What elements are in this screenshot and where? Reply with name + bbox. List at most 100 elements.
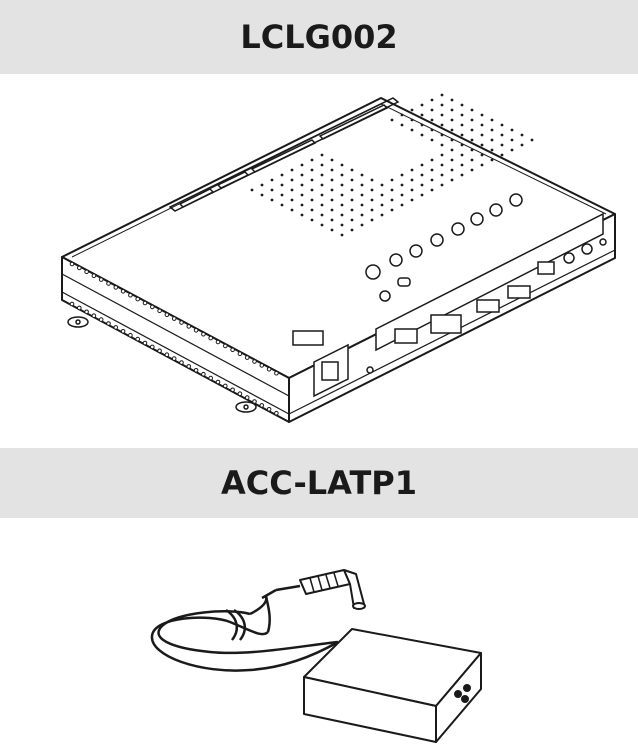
vent-dot <box>300 173 304 177</box>
screw-hole <box>113 325 119 330</box>
vent-dot <box>440 183 444 187</box>
vent-dot <box>490 118 494 122</box>
vent-dot <box>420 173 424 177</box>
vent-dot <box>450 118 454 122</box>
vent-dot <box>350 178 354 182</box>
vent-dot <box>440 173 444 177</box>
vent-dot <box>310 168 314 172</box>
vent-dot <box>480 113 484 117</box>
vent-dot <box>340 213 344 217</box>
vent-dot <box>450 138 454 142</box>
vent-dot <box>460 113 464 117</box>
vent-dot <box>260 193 264 197</box>
vent-dot <box>510 128 514 132</box>
vent-dot <box>520 143 524 147</box>
vent-dot <box>360 223 364 227</box>
screw-hole <box>244 355 250 360</box>
vent-dot <box>270 198 274 202</box>
vent-dot <box>380 213 384 217</box>
vent-grid-icon <box>250 93 534 237</box>
screw-hole <box>179 360 184 365</box>
vent-dot <box>380 203 384 207</box>
vent-dot <box>430 168 434 172</box>
screw-hole <box>135 336 140 342</box>
vent-dot <box>400 113 404 117</box>
screw-hole <box>150 304 155 310</box>
vent-dot <box>350 208 354 212</box>
vent-dot <box>410 198 414 202</box>
section-header-lclg002: LCLG002 <box>0 0 638 74</box>
vent-dot <box>430 178 434 182</box>
vent-dot <box>330 228 334 232</box>
vent-dot <box>450 158 454 162</box>
screw-hole <box>84 309 89 315</box>
screw-hole <box>208 335 213 341</box>
vent-dot <box>330 218 334 222</box>
screw-hole <box>215 379 221 385</box>
vent-dot <box>340 173 344 177</box>
screw-hole <box>69 261 75 267</box>
vent-dot <box>420 123 424 127</box>
vent-dot <box>380 193 384 197</box>
media-player-box-icon <box>61 93 616 423</box>
vent-dot <box>520 133 524 137</box>
vent-dot <box>510 138 514 142</box>
vent-dot <box>350 218 354 222</box>
vent-dot <box>410 178 414 182</box>
vent-dot <box>400 173 404 177</box>
screw-hole <box>164 312 170 317</box>
vent-dot <box>460 123 464 127</box>
vent-dot <box>350 188 354 192</box>
vent-dot <box>450 168 454 172</box>
vent-dot <box>330 188 334 192</box>
screw-hole <box>252 359 257 364</box>
adapter-illustration <box>0 518 638 749</box>
vent-dot <box>330 208 334 212</box>
vent-dot <box>360 213 364 217</box>
screw-hole <box>113 285 119 290</box>
screw-hole <box>120 328 126 334</box>
vent-dot <box>400 193 404 197</box>
screw-hole <box>230 387 235 393</box>
vent-dot <box>340 163 344 167</box>
vent-dot <box>300 163 304 167</box>
vent-dot <box>390 118 394 122</box>
vent-dot <box>440 153 444 157</box>
vent-dot <box>330 178 334 182</box>
screw-hole <box>179 320 184 325</box>
screw-hole <box>252 399 257 404</box>
vent-dot <box>490 148 494 152</box>
vent-dot <box>260 183 264 187</box>
vent-dot <box>420 183 424 187</box>
screw-hole <box>77 305 82 311</box>
screw-hole <box>84 269 89 275</box>
screw-hole <box>77 265 82 271</box>
screw-hole <box>201 331 206 337</box>
screw-hole <box>171 316 177 321</box>
vent-dot <box>340 203 344 207</box>
screw-hole <box>128 292 133 298</box>
screw-hole <box>69 301 75 307</box>
vent-dot <box>310 198 314 202</box>
vent-dot <box>430 188 434 192</box>
screw-hole <box>106 321 111 326</box>
vent-dot <box>290 198 294 202</box>
vent-dot <box>390 198 394 202</box>
screw-hole <box>244 395 250 400</box>
section-title-lclg002: LCLG002 <box>240 18 398 56</box>
vent-dot <box>310 158 314 162</box>
vent-dot <box>320 203 324 207</box>
screw-hole <box>98 317 104 322</box>
vent-dot <box>430 98 434 102</box>
vent-dot <box>300 203 304 207</box>
vent-dot <box>290 168 294 172</box>
screw-hole <box>91 273 97 278</box>
vent-dot <box>310 188 314 192</box>
vent-dot <box>340 223 344 227</box>
vent-dot <box>440 143 444 147</box>
screw-hole <box>237 391 243 397</box>
vent-dot <box>490 138 494 142</box>
vent-dot <box>400 203 404 207</box>
vent-dot <box>430 158 434 162</box>
vent-dot <box>320 183 324 187</box>
